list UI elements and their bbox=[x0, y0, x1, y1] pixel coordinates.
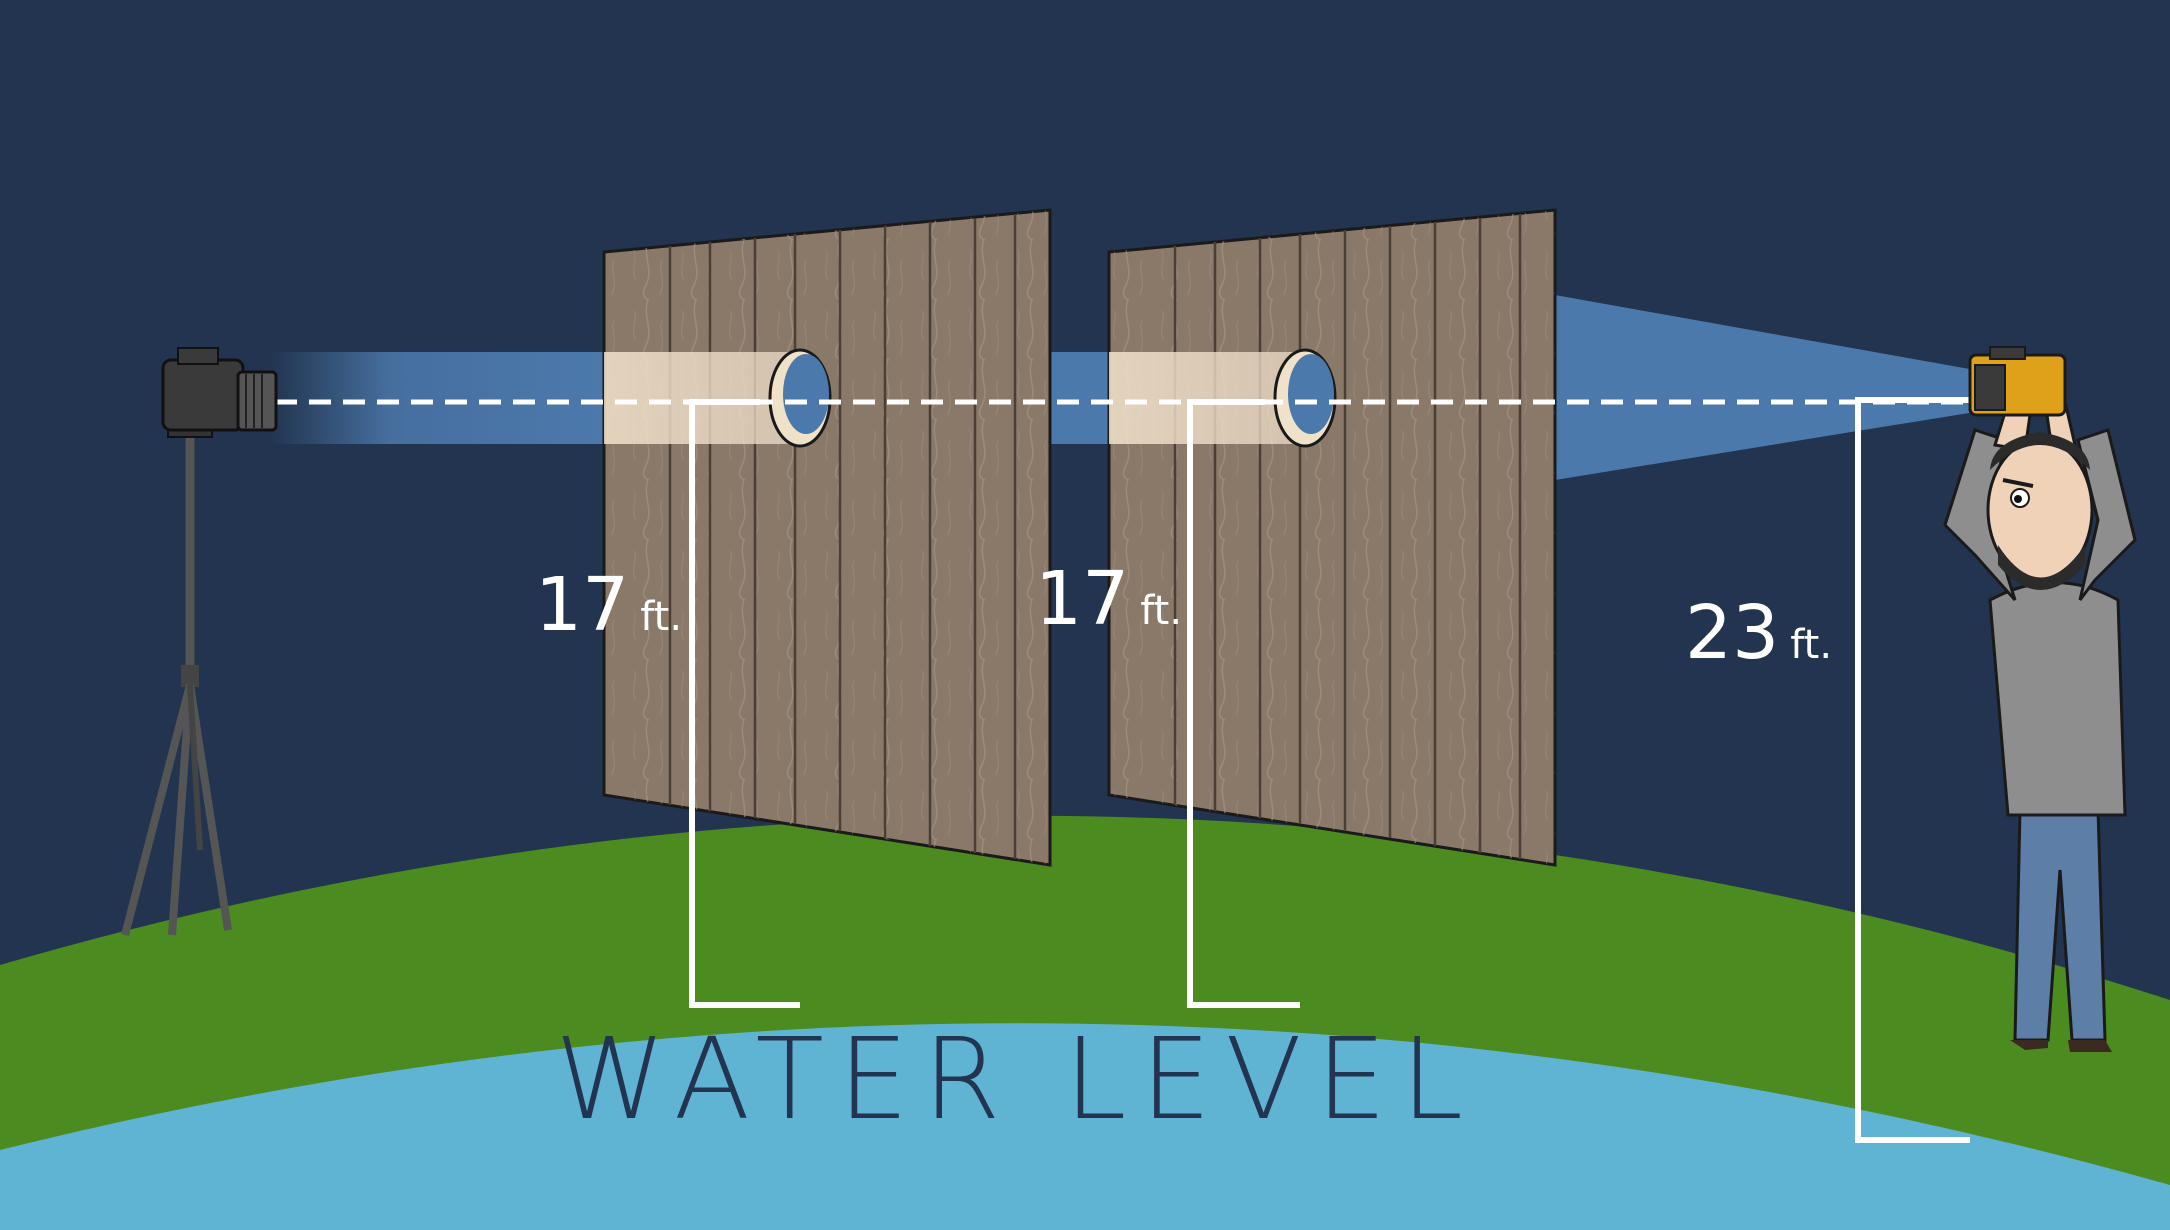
wooden-board-1 bbox=[602, 208, 1052, 867]
measurement-board-2: 17 ft. bbox=[1035, 556, 1182, 642]
bearded-man-holding-camera-icon bbox=[1943, 346, 2137, 1052]
height-bracket-observer bbox=[1855, 397, 1975, 1143]
measurement-observer-value: 23 bbox=[1685, 590, 1779, 676]
measurement-observer-unit: ft. bbox=[1790, 622, 1832, 668]
camera-on-tripod-icon bbox=[121, 347, 278, 937]
beam-right-cone bbox=[1555, 295, 1975, 480]
water-body bbox=[0, 1023, 2170, 1230]
wooden-board-2 bbox=[1107, 208, 1557, 867]
height-bracket-board-2 bbox=[1187, 399, 1300, 1008]
beam-middle bbox=[1050, 352, 1112, 444]
measurement-board-1: 17 ft. bbox=[535, 562, 682, 648]
water-level-title: WATER LEVEL bbox=[555, 1015, 1477, 1145]
measurement-board-2-value: 17 bbox=[1035, 556, 1129, 642]
measurement-board-1-unit: ft. bbox=[640, 594, 682, 640]
beam-left bbox=[270, 352, 610, 444]
height-bracket-board-1 bbox=[689, 399, 800, 1008]
measurement-observer: 23 ft. bbox=[1685, 590, 1832, 676]
measurement-board-1-value: 17 bbox=[535, 562, 629, 648]
measurement-board-2-unit: ft. bbox=[1140, 588, 1182, 634]
